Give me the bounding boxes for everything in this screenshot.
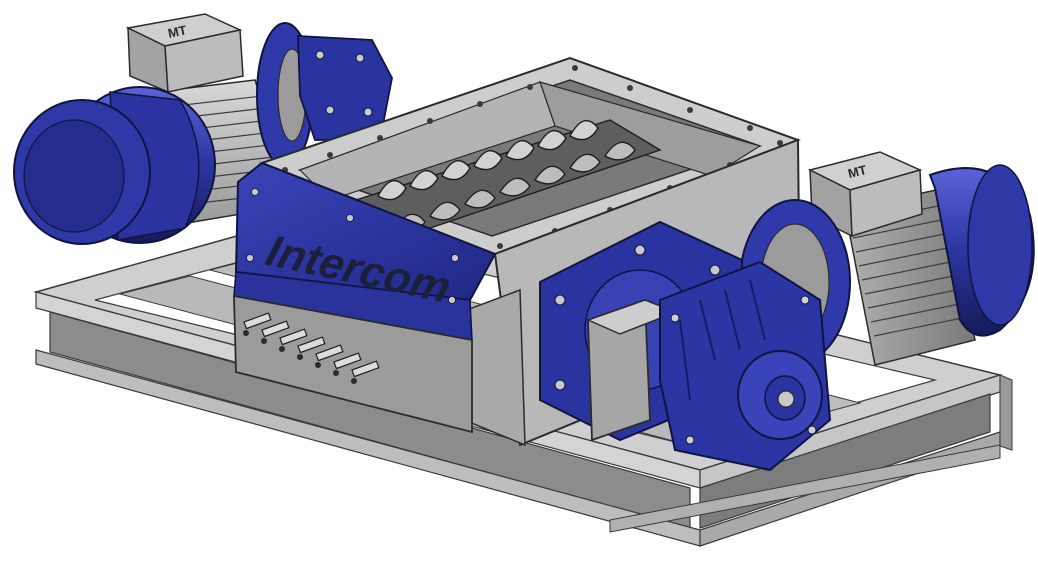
- right-motor-plate-label: MT: [846, 162, 868, 181]
- bearing-pin-ends: [243, 330, 357, 384]
- worm-gearbox-ribs: [679, 279, 766, 401]
- worm-gearbox-bolts: [670, 295, 817, 445]
- bearing-pins: [243, 312, 380, 378]
- right-motor: MT: [739, 151, 1035, 366]
- side-panel-bolts: [246, 188, 459, 304]
- left-gearbox-bolts: [315, 50, 373, 117]
- left-terminal-box-side: [164, 29, 244, 93]
- base-right-end: [999, 374, 1013, 451]
- housing-lower-block: [233, 294, 473, 434]
- left-motor-plate-label: MT: [167, 22, 189, 41]
- right-motor-fan-cap: [967, 164, 1033, 326]
- left-motor-end-cap-inner: [23, 119, 125, 233]
- right-gearbox: [539, 220, 832, 472]
- right-terminal-box-side: [849, 169, 923, 238]
- housing-side-panel: [234, 161, 497, 302]
- worm-gearbox-shaft: [777, 390, 795, 408]
- right-motor-fins: [849, 203, 973, 337]
- base-lower-rail: [609, 444, 1001, 533]
